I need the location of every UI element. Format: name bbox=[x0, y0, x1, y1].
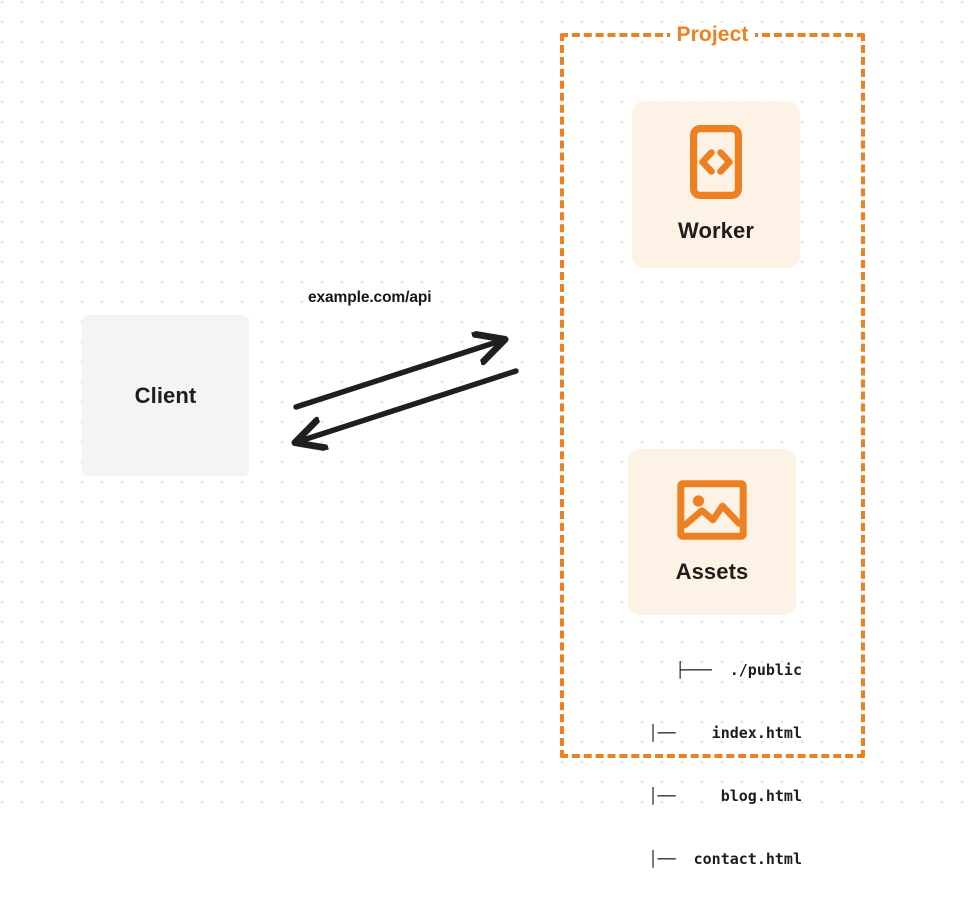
image-icon bbox=[677, 479, 747, 545]
file-tree-row: ├─── ./public bbox=[675, 661, 802, 679]
connection-label: example.com/api bbox=[308, 289, 432, 306]
client-label: Client bbox=[134, 382, 197, 408]
request-arrow bbox=[293, 341, 500, 410]
response-arrow bbox=[300, 368, 519, 441]
worker-label: Worker bbox=[678, 218, 754, 243]
code-file-icon bbox=[689, 124, 742, 204]
project-title: Project bbox=[669, 23, 756, 47]
assets-label: Assets bbox=[675, 558, 749, 584]
assets-file-tree: ├─── ./public │── index.html │── blog.ht… bbox=[600, 618, 802, 912]
worker-node[interactable]: Worker bbox=[632, 101, 800, 268]
project-container: Project bbox=[560, 23, 865, 758]
diagram-canvas: Client example.com/api Project W bbox=[0, 0, 980, 868]
file-tree-row: │── contact.html bbox=[648, 850, 802, 868]
assets-node[interactable]: Assets bbox=[628, 449, 796, 615]
file-tree-row: │── blog.html bbox=[648, 787, 802, 805]
client-node[interactable]: Client bbox=[82, 315, 249, 476]
file-tree-row: │── index.html bbox=[648, 724, 802, 742]
